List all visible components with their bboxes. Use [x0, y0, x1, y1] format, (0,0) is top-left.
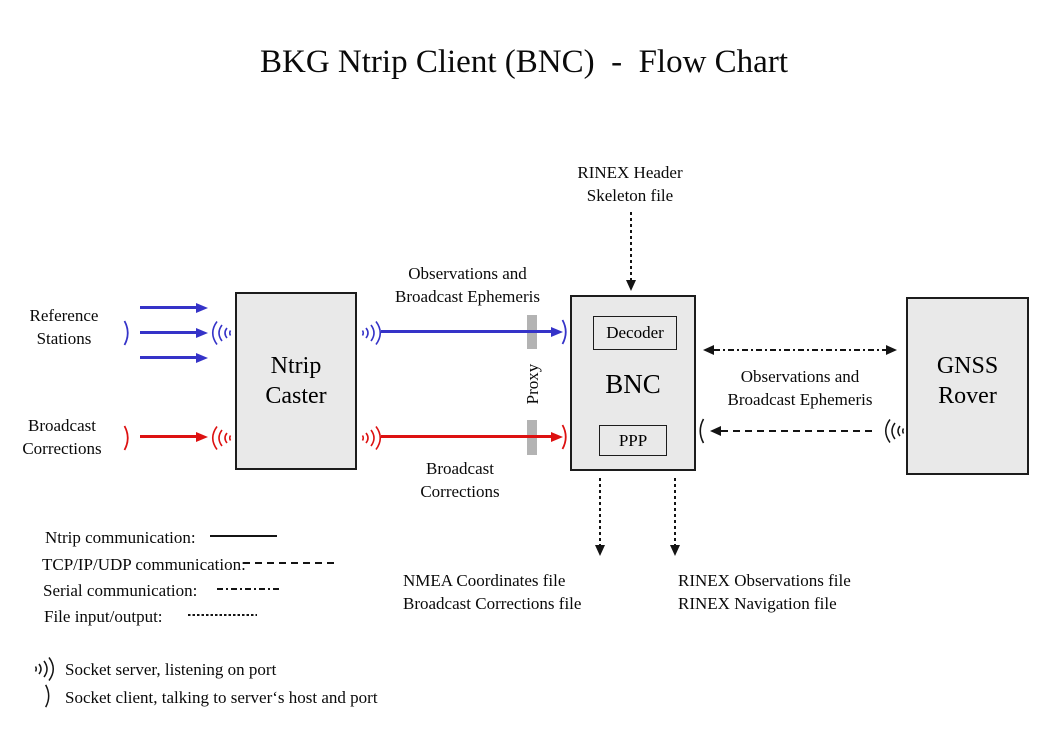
socket-server-icon: [211, 426, 232, 450]
ntrip-line-corr: [140, 435, 197, 438]
legend-file-line: [188, 614, 257, 616]
file-arrow-nmea: [599, 478, 601, 545]
tcp-line-rover-to-bnc: [721, 430, 874, 432]
socket-client-icon: [123, 320, 129, 346]
socket-client-icon: [45, 684, 50, 708]
reference-line1: Reference: [29, 306, 99, 325]
socket-client-icon: [561, 319, 567, 345]
arrowhead-right-icon: [196, 302, 208, 313]
broadcast-left-line1: Broadcast: [28, 416, 96, 435]
ppp-box: PPP: [599, 425, 667, 456]
broadcast-corrections-left-label: Broadcast Corrections: [3, 414, 121, 460]
decoder-box: Decoder: [593, 316, 677, 350]
nmea-line1: NMEA Coordinates file: [403, 571, 566, 590]
arrowhead-left-icon: [710, 426, 721, 436]
rinex-header-skeleton-label: RINEX Header Skeleton file: [545, 161, 715, 207]
legend-serial-label: Serial communication:: [43, 581, 198, 600]
gnss-rover-line1: GNSS: [936, 353, 999, 379]
obs-mid-line2: Broadcast Ephemeris: [395, 287, 540, 306]
rinex-header-line2: Skeleton file: [586, 186, 674, 205]
obs-right-line1: Observations and: [740, 367, 860, 386]
arrowhead-right-icon: [551, 431, 563, 442]
legend-socket-server-label: Socket server, listening on port: [65, 660, 277, 679]
socket-server-icon: [34, 657, 54, 681]
arrowhead-right-icon: [196, 352, 208, 363]
ntrip-line-obs-to-bnc: [381, 330, 552, 333]
legend-file-label: File input/output:: [44, 607, 163, 626]
obs-ephemeris-mid-label: Observations and Broadcast Ephemeris: [375, 262, 560, 308]
rinex-files-label: RINEX Observations file RINEX Navigation…: [678, 569, 851, 615]
socket-client-icon: [123, 425, 129, 451]
ntrip-caster-box: Ntrip Caster: [235, 292, 357, 470]
gnss-rover-box: GNSS Rover: [906, 297, 1029, 475]
rinex-line1: RINEX Observations file: [678, 571, 851, 590]
arrowhead-right-icon: [551, 326, 563, 337]
arrowhead-down-icon: [670, 545, 680, 556]
file-arrow-rinex: [674, 478, 676, 545]
reference-line2: Stations: [36, 329, 92, 348]
page-title: BKG Ntrip Client (BNC) - Flow Chart: [260, 44, 788, 80]
arrowhead-down-icon: [626, 280, 636, 291]
bnc-box: Decoder BNC PPP: [570, 295, 696, 471]
legend-socket-client-label: Socket client, talking to server‘s host …: [65, 688, 378, 707]
socket-client-icon: [561, 424, 567, 450]
ntrip-caster-line1: Ntrip: [270, 353, 322, 379]
ntrip-caster-line2: Caster: [265, 383, 327, 409]
ntrip-line-ref1: [140, 306, 197, 309]
reference-stations-label: Reference Stations: [8, 304, 120, 350]
legend-tcp-line: [243, 562, 338, 564]
broadcast-corrections-mid-label: Broadcast Corrections: [398, 457, 522, 503]
obs-ephemeris-right-label: Observations and Broadcast Ephemeris: [705, 365, 895, 411]
proxy-label: Proxy: [523, 363, 542, 405]
corr-mid-line2: Corrections: [420, 482, 500, 501]
serial-line-bnc-rover: [714, 349, 886, 351]
gnss-rover-line2: Rover: [938, 383, 997, 409]
rinex-header-line1: RINEX Header: [577, 163, 683, 182]
legend-ntrip-line: [210, 535, 277, 537]
nmea-line2: Broadcast Corrections file: [403, 594, 582, 613]
arrowhead-right-icon: [886, 345, 897, 355]
broadcast-left-line2: Corrections: [22, 439, 102, 458]
rinex-line2: RINEX Navigation file: [678, 594, 837, 613]
ntrip-line-ref3: [140, 356, 197, 359]
obs-mid-line1: Observations and: [408, 264, 527, 283]
socket-client-icon: [699, 418, 705, 444]
file-arrow-skeleton-to-bnc: [630, 212, 632, 280]
ntrip-line-ref2: [140, 331, 197, 334]
socket-server-icon: [885, 419, 905, 443]
corr-mid-line1: Broadcast: [426, 459, 494, 478]
arrowhead-right-icon: [196, 327, 208, 338]
socket-server-icon: [361, 426, 382, 450]
arrowhead-left-icon: [703, 345, 714, 355]
obs-right-line2: Broadcast Ephemeris: [727, 390, 873, 409]
socket-server-icon: [211, 321, 232, 345]
legend-serial-line: [217, 588, 280, 590]
arrowhead-right-icon: [196, 431, 208, 442]
nmea-files-label: NMEA Coordinates file Broadcast Correcti…: [403, 569, 581, 615]
bnc-label: BNC: [605, 369, 661, 399]
legend-tcp-label: TCP/IP/UDP communication:: [42, 555, 246, 574]
ntrip-line-corr-to-bnc: [381, 435, 552, 438]
legend-ntrip-label: Ntrip communication:: [45, 528, 196, 547]
arrowhead-down-icon: [595, 545, 605, 556]
socket-server-icon: [361, 321, 382, 345]
